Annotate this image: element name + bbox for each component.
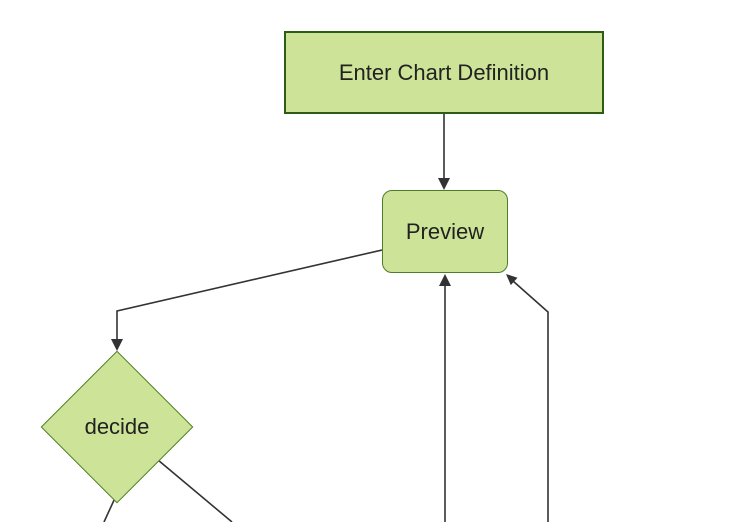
node-preview-label: Preview: [405, 218, 485, 244]
edge-decide-to-bottom-right: [157, 459, 233, 522]
edge-decide-to-bottom-left: [103, 497, 116, 522]
node-preview: Preview: [382, 190, 508, 273]
arrowhead-into-preview-top: [438, 178, 450, 190]
arrowhead-into-preview-corner: [506, 274, 518, 286]
node-decide-label: decide: [84, 414, 150, 439]
edge-bottom-to-preview-corner: [512, 280, 549, 522]
arrowhead-into-preview-bottom: [439, 274, 451, 286]
node-enter-chart-definition: Enter Chart Definition: [284, 31, 604, 114]
edge-preview-to-decide: [116, 249, 383, 339]
arrowhead-into-decide-top: [111, 339, 123, 351]
node-enter-chart-definition-label: Enter Chart Definition: [338, 59, 550, 85]
